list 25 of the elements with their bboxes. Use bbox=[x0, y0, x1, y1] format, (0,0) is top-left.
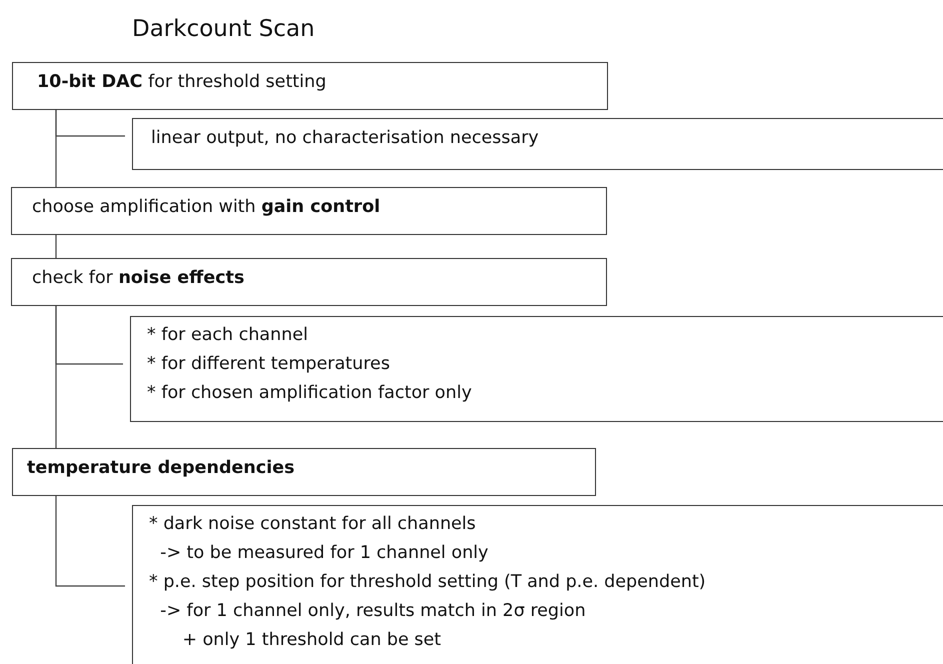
text-box bbox=[130, 316, 943, 422]
box-text: * for chosen amplification factor only bbox=[147, 382, 473, 405]
box-text: 10-bit DAC for threshold setting bbox=[37, 71, 328, 93]
diagram-title: Darkcount Scan bbox=[132, 16, 315, 42]
box-text: -> to be measured for 1 channel only bbox=[159, 542, 490, 565]
box-text: check for noise effects bbox=[32, 267, 246, 289]
text-box bbox=[11, 187, 607, 235]
text-box bbox=[132, 118, 943, 170]
tree-connector bbox=[55, 306, 57, 448]
text-box bbox=[12, 62, 608, 110]
box-text: choose amplification with gain control bbox=[32, 196, 382, 218]
box-text: * for each channel bbox=[147, 324, 309, 347]
text-box bbox=[132, 505, 943, 664]
text-box bbox=[12, 448, 596, 496]
box-text: * p.e. step position for threshold setting (T and p.e. dependent) bbox=[149, 571, 707, 594]
box-text: * dark noise constant for all channels bbox=[149, 513, 477, 536]
box-text: -> for 1 channel only, results match in 2σ region bbox=[159, 600, 587, 623]
box-text: temperature dependencies bbox=[27, 457, 296, 479]
tree-connector bbox=[55, 110, 57, 187]
tree-connector bbox=[55, 496, 125, 587]
box-text: + only 1 threshold can be set bbox=[181, 629, 442, 652]
box-text: * for different temperatures bbox=[147, 353, 391, 376]
box-text: linear output, no characterisation necessary bbox=[151, 127, 540, 149]
tree-connector bbox=[55, 235, 57, 258]
text-box bbox=[11, 258, 607, 306]
